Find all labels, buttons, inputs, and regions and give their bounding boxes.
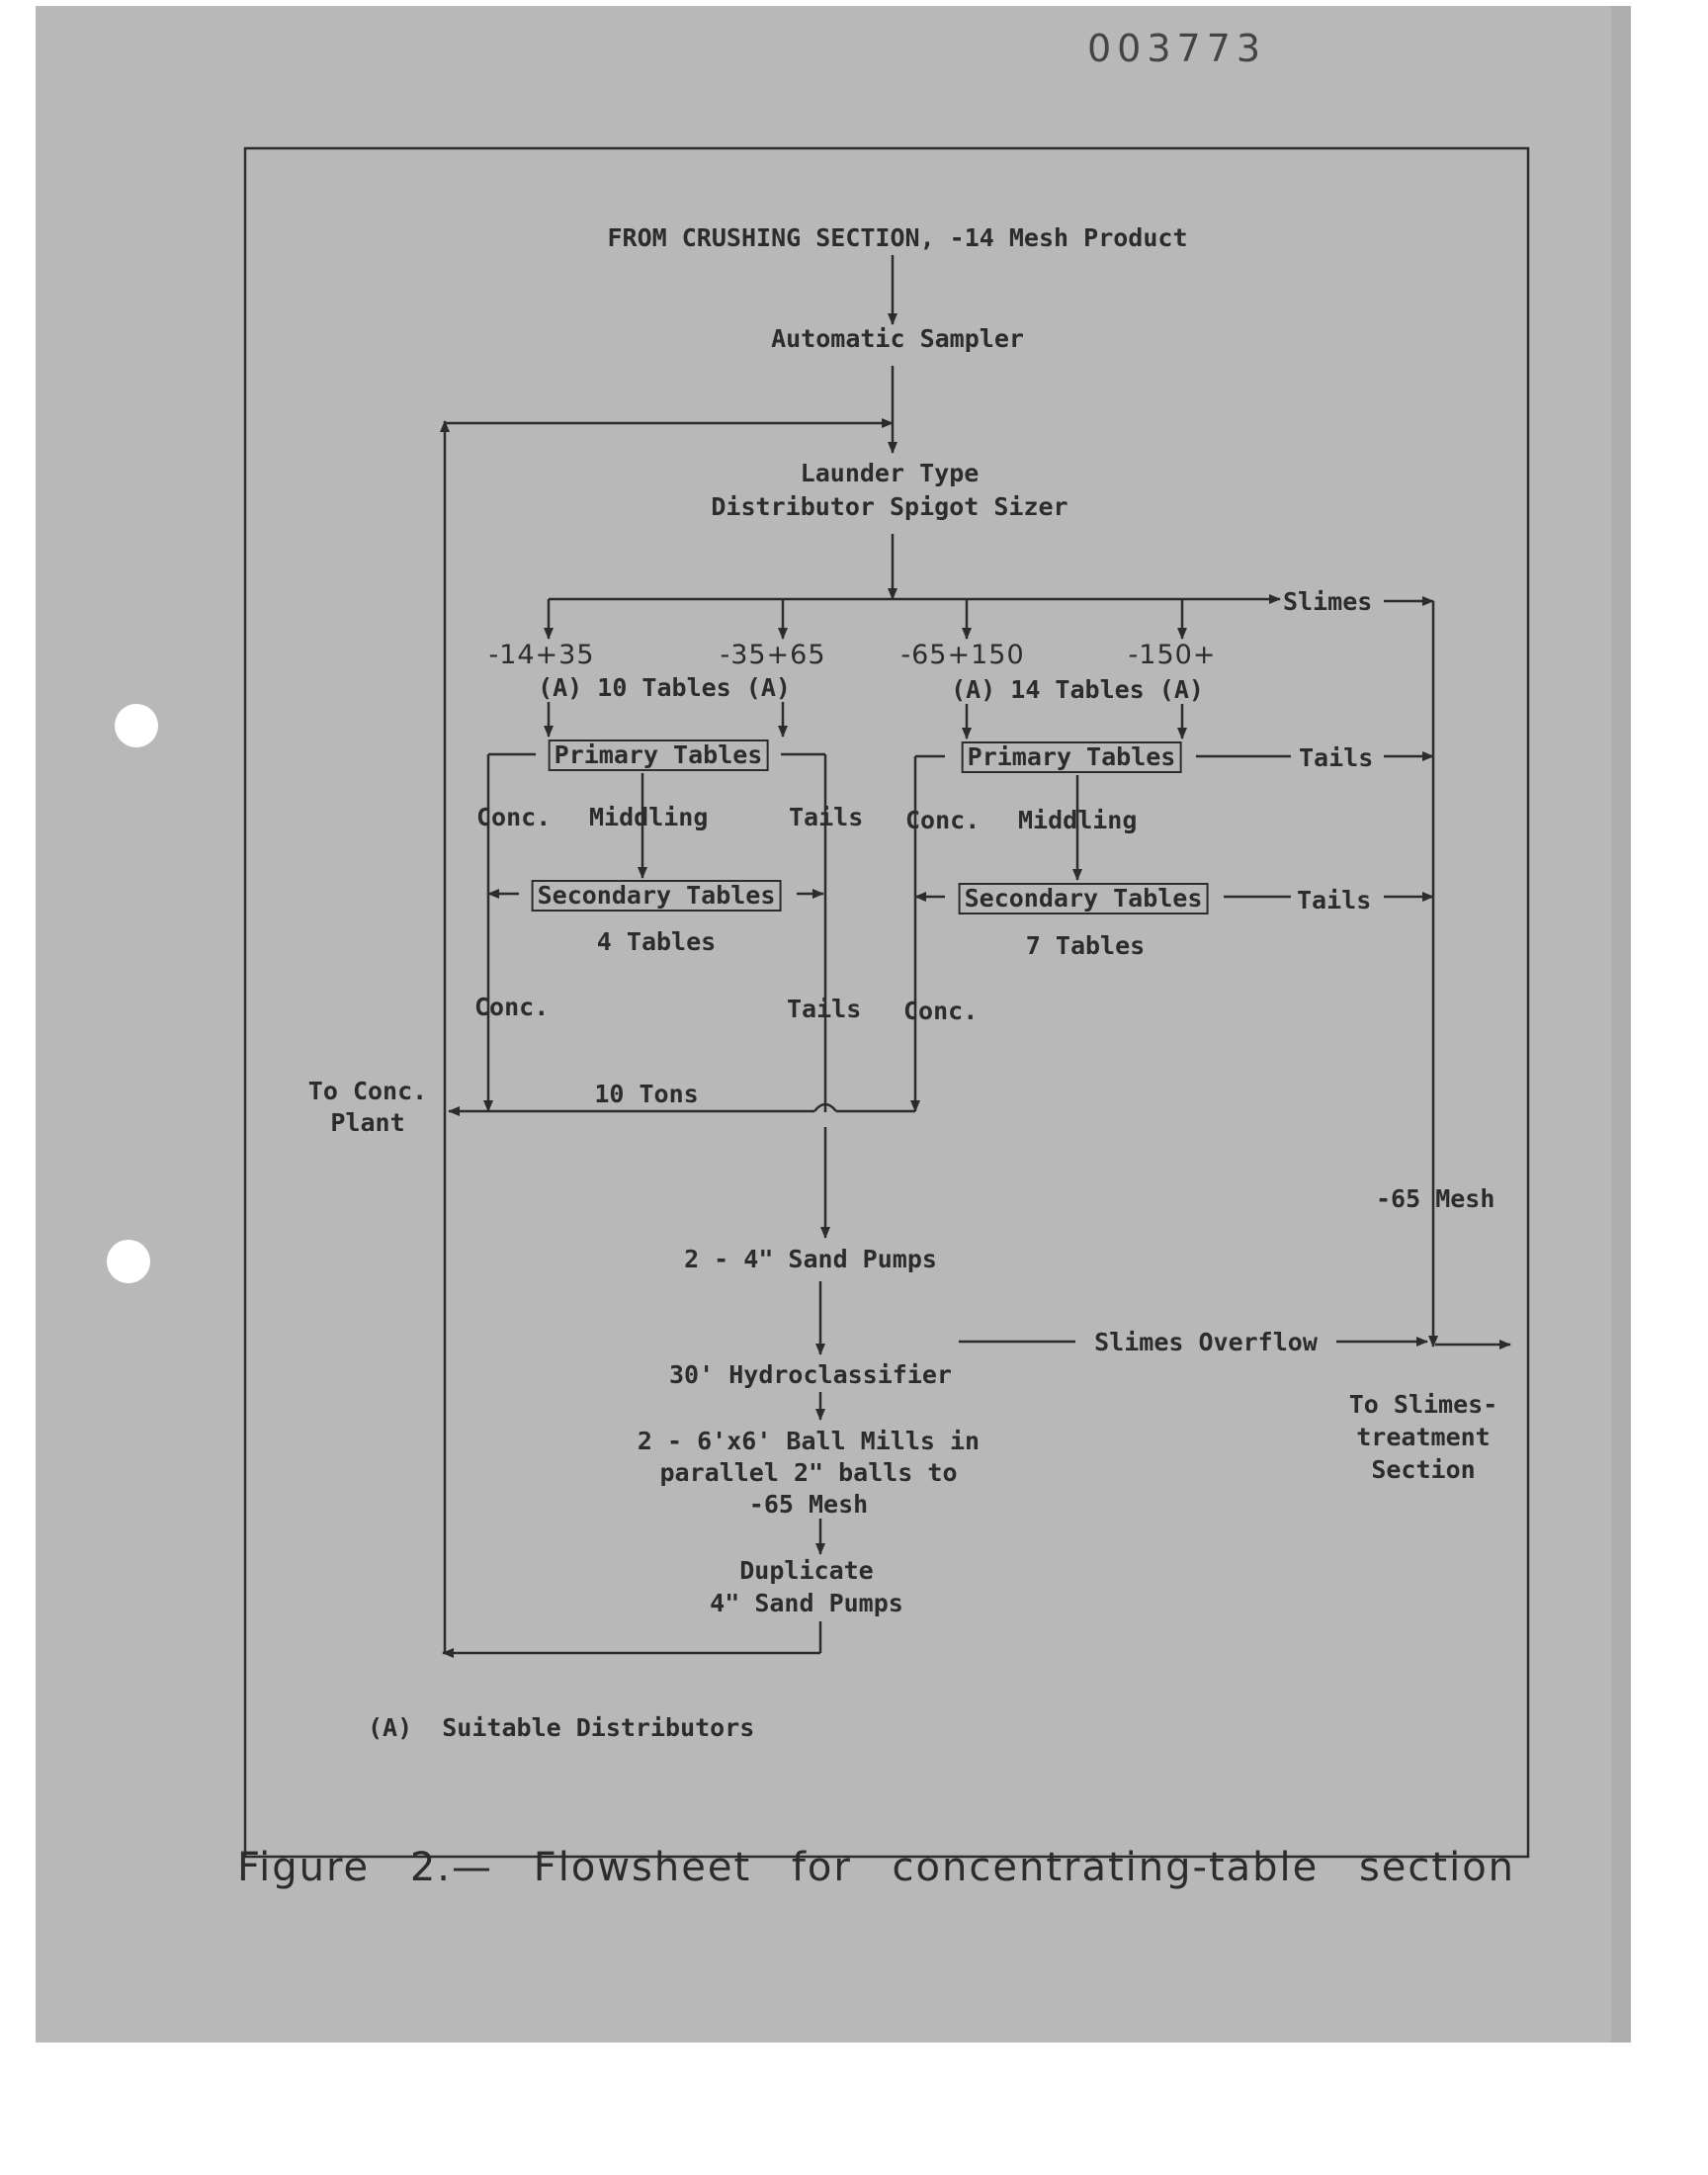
right-tails-2-label: Tails [1297,886,1372,914]
right-secondary-count: 7 Tables [1025,931,1146,960]
size-fraction-35-65: -35+65 [720,640,826,670]
paper-edge [1611,6,1631,2043]
right-tails-label: Tails [1299,743,1374,772]
minus-65-mesh-label: -65 Mesh [1376,1184,1495,1213]
left-tails-label: Tails [789,803,864,831]
distributor-label: Launder Type Distributor Spigot Sizer [711,459,1068,521]
slimes-overflow-label: Slimes Overflow [1094,1328,1318,1356]
footnote: (A) Suitable Distributors [368,1713,755,1742]
ball-mills-label: 2 - 6'x6' Ball Mills in parallel 2" ball… [637,1427,981,1519]
conc-collector-hop [813,1102,837,1112]
left-tables-count: (A) 10 Tables (A) [538,673,791,702]
source-label: FROM CRUSHING SECTION, -14 Mesh Product [607,223,1188,252]
slimes-treatment-label: To Slimes- treatment Section [1348,1390,1498,1484]
document-number: 003773 [1087,27,1267,70]
left-conc-2-label: Conc. [474,993,550,1021]
right-tables-count: (A) 14 Tables (A) [951,675,1204,704]
hydroclassifier-label: 30' Hydroclassifier [669,1360,952,1389]
size-fraction-14-35: -14+35 [488,640,595,670]
right-conc-label: Conc. [905,806,981,834]
right-primary-tables: Primary Tables [961,741,1182,773]
slimes-label: Slimes [1283,587,1373,616]
size-fraction-65-150: -65+150 [900,640,1025,670]
sampler-label: Automatic Sampler [771,324,1024,353]
left-secondary-count: 4 Tables [596,927,717,956]
punch-hole-top [115,704,158,747]
to-conc-plant-label: To Conc. Plant [307,1077,428,1137]
left-conc-label: Conc. [476,803,552,831]
left-primary-tables: Primary Tables [548,740,769,771]
paper-sheet [36,6,1629,2043]
diagram-border [243,146,1530,1859]
ten-tons-label: 10 Tons [594,1080,699,1108]
right-secondary-tables: Secondary Tables [958,883,1209,914]
right-conc-2-label: Conc. [903,997,979,1025]
left-secondary-tables: Secondary Tables [531,880,782,912]
size-fraction-150: -150+ [1128,640,1217,670]
left-tails-2-label: Tails [787,995,862,1023]
duplicate-pumps-label: Duplicate 4" Sand Pumps [710,1556,903,1617]
sand-pumps-label: 2 - 4" Sand Pumps [684,1245,937,1273]
right-middling-label: Middling [1018,806,1138,834]
figure-caption: Figure 2.— Flowsheet for concentrating-t… [237,1845,1516,1890]
left-middling-label: Middling [589,803,709,831]
punch-hole-bottom [107,1240,150,1283]
